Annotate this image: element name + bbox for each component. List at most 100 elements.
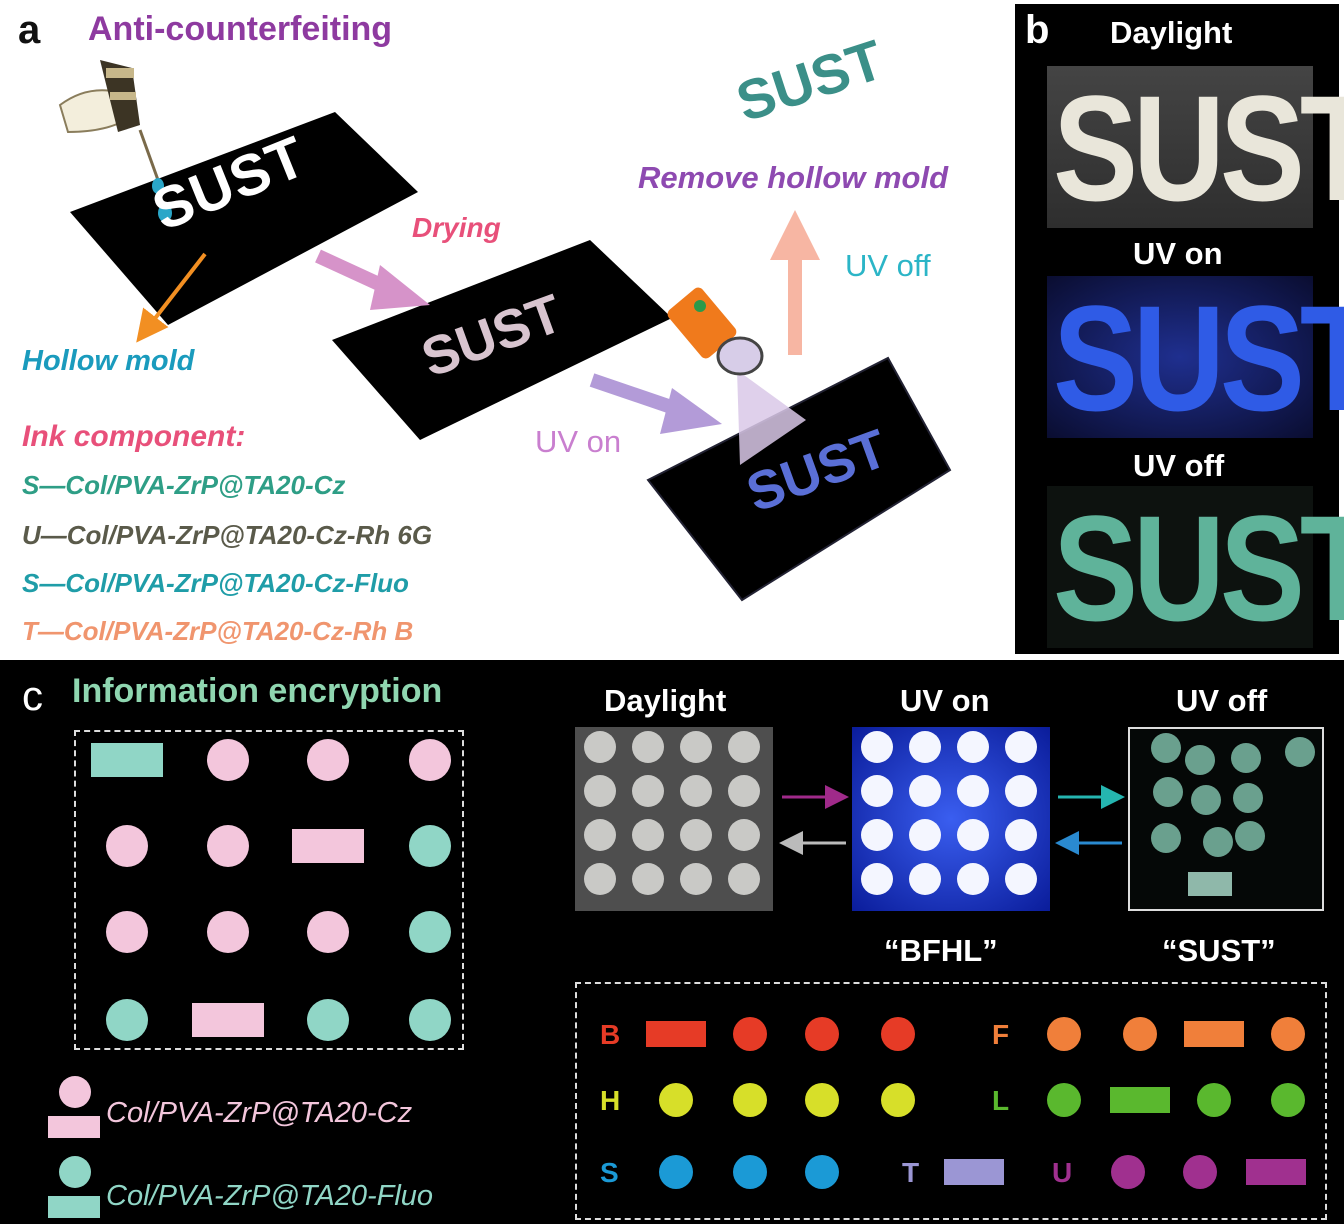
- grid-circle: [409, 825, 451, 867]
- photo-dot: [957, 731, 989, 763]
- ink-heading: Ink component:: [22, 420, 246, 453]
- grid-rect: [91, 743, 163, 777]
- code-table-frame: [575, 982, 1327, 1220]
- code-circle: [1271, 1083, 1305, 1117]
- legend-cz-label: Col/PVA-ZrP@TA20-Cz: [106, 1097, 413, 1129]
- photo-dot: [632, 731, 664, 763]
- photo-dot: [680, 819, 712, 851]
- uv-on-arrow: [589, 373, 722, 434]
- code-rect: [1110, 1087, 1170, 1113]
- photo-dot: [728, 775, 760, 807]
- code-letter: F: [992, 1019, 1009, 1050]
- photo-dot: [861, 819, 893, 851]
- photo-label-daylight: Daylight: [604, 683, 727, 718]
- panel-c-title: Information encryption: [72, 672, 443, 710]
- code-circle: [881, 1017, 915, 1051]
- photo-uv-off: SUST: [1047, 486, 1344, 648]
- photo-dot: [909, 731, 941, 763]
- photo-dot: [632, 819, 664, 851]
- panel-a-title: Anti-counterfeiting: [88, 10, 393, 48]
- grid-circle: [106, 825, 148, 867]
- hollow-mold-3: [646, 356, 952, 602]
- code-rect: [1184, 1021, 1244, 1047]
- grid-circle: [307, 911, 349, 953]
- photo-label-uv-off: UV off: [1176, 683, 1268, 718]
- photo-dot: [1203, 827, 1233, 857]
- photo-dot: [584, 775, 616, 807]
- legend-teal-circle: [59, 1156, 91, 1188]
- drying-arrow: [315, 249, 430, 310]
- panel-a-graphics: [58, 60, 952, 602]
- photo-dot: [1151, 733, 1181, 763]
- grid-circle: [207, 739, 249, 781]
- panel-c-letter: c: [22, 672, 43, 719]
- grid-rect: [192, 1003, 264, 1037]
- code-rect: [944, 1159, 1004, 1185]
- code-rect: [646, 1021, 706, 1047]
- legend-teal-rect: [48, 1196, 100, 1218]
- hollow-mold-pointer: [136, 252, 207, 343]
- photo-daylight: SUST: [1047, 66, 1344, 228]
- code-circle: [1047, 1017, 1081, 1051]
- code-circle: [733, 1083, 767, 1117]
- photo-dot: [584, 819, 616, 851]
- photo-dot: [957, 863, 989, 895]
- photo-dot: [680, 731, 712, 763]
- grid-circle: [409, 999, 451, 1041]
- code-circle: [733, 1155, 767, 1189]
- photo-dot: [861, 863, 893, 895]
- photo-uv-on: SUST: [1047, 276, 1344, 438]
- encryption-grid-frame: [74, 730, 464, 1050]
- ink-line-s: S—Col/PVA-ZrP@TA20-Cz: [22, 470, 346, 500]
- photo-dot: [1005, 731, 1037, 763]
- legend-fluo-label: Col/PVA-ZrP@TA20-Fluo: [106, 1180, 434, 1212]
- code-circle: [1111, 1155, 1145, 1189]
- photo-dot: [909, 775, 941, 807]
- uv-off-heading: UV off: [1133, 448, 1225, 483]
- photo-dot: [1235, 821, 1265, 851]
- code-letter: S: [600, 1157, 619, 1188]
- grid-rect: [292, 829, 364, 863]
- photo-dot: [584, 863, 616, 895]
- grid-circle: [207, 911, 249, 953]
- grid-circle: [106, 911, 148, 953]
- code-letter: H: [600, 1085, 620, 1116]
- grid-circle: [307, 739, 349, 781]
- code-circle: [659, 1083, 693, 1117]
- legend-pink-circle: [59, 1076, 91, 1108]
- code-circle: [733, 1017, 767, 1051]
- code-circle: [659, 1155, 693, 1189]
- photo-dot: [1005, 819, 1037, 851]
- ink-line-u: U—Col/PVA-ZrP@TA20-Cz-Rh 6G: [22, 520, 433, 550]
- photo-dot: [1153, 777, 1183, 807]
- photo-daylight-word: SUST: [1053, 64, 1344, 232]
- ink-line-t: T—Col/PVA-ZrP@TA20-Cz-Rh B: [22, 616, 414, 646]
- grid-circle: [106, 999, 148, 1041]
- uv-on-label: UV on: [535, 424, 622, 459]
- code-circle: [1047, 1083, 1081, 1117]
- uv-on-heading: UV on: [1133, 236, 1223, 271]
- code-circle: [1271, 1017, 1305, 1051]
- photo-dot: [1005, 863, 1037, 895]
- photo-dot: [957, 775, 989, 807]
- photo-label-uv-on: UV on: [900, 683, 990, 718]
- photo-dot: [861, 731, 893, 763]
- code-circle: [1183, 1155, 1217, 1189]
- photo-dot: [728, 731, 760, 763]
- photo-dot: [909, 819, 941, 851]
- panel-a-letter: a: [18, 8, 41, 52]
- photo-dot: [680, 775, 712, 807]
- photo-dot: [1285, 737, 1315, 767]
- photo-dot: [957, 819, 989, 851]
- photo-dot: [728, 863, 760, 895]
- photo-dot: [728, 819, 760, 851]
- daylight-heading: Daylight: [1110, 15, 1233, 50]
- ink-line-s2: S—Col/PVA-ZrP@TA20-Cz-Fluo: [22, 568, 409, 598]
- photo-uv-off-word: SUST: [1053, 484, 1344, 652]
- code-letter: B: [600, 1019, 620, 1050]
- photo-dot: [632, 863, 664, 895]
- code-letter: L: [992, 1085, 1009, 1116]
